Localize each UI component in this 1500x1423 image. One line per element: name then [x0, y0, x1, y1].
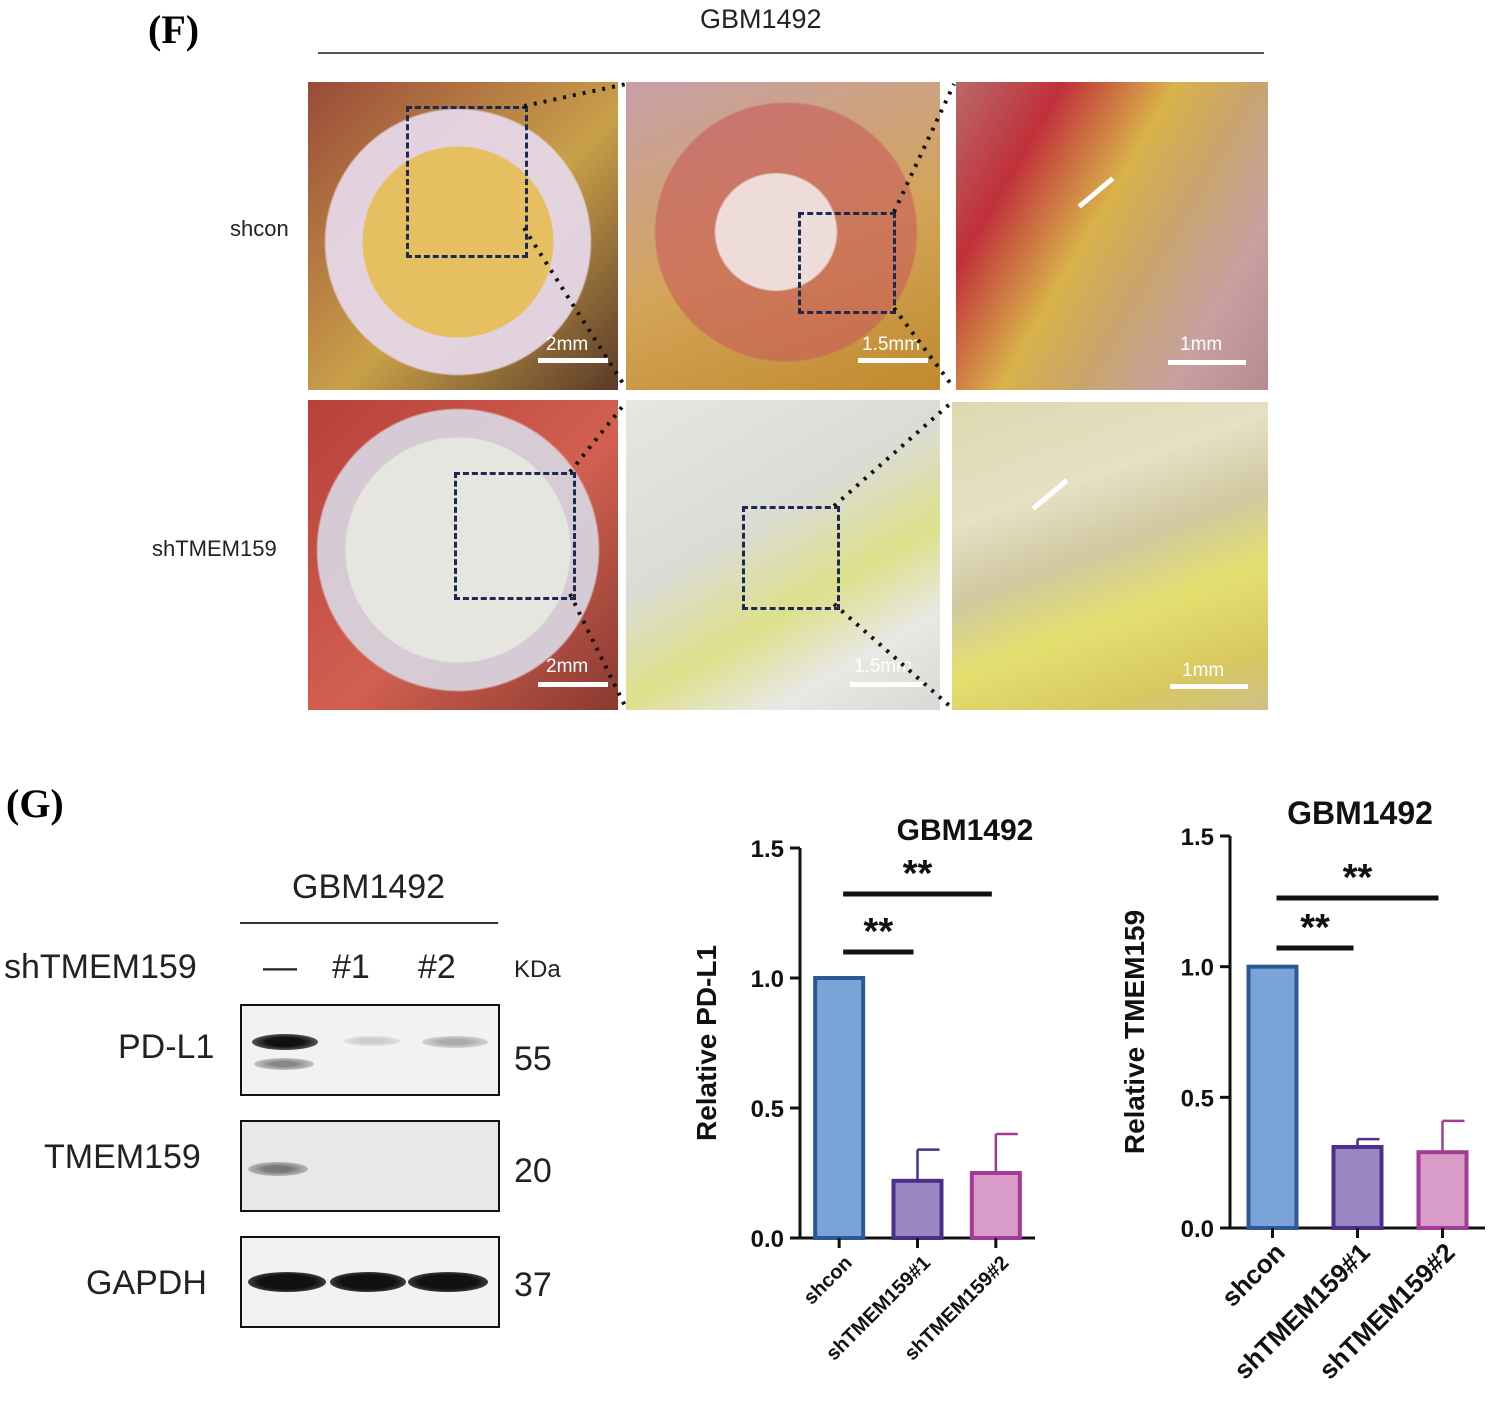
panel-f-header-rule — [318, 52, 1264, 54]
significance-label: ** — [864, 911, 894, 953]
band — [248, 1272, 326, 1292]
bar — [969, 1171, 1022, 1240]
blot-tmem159 — [240, 1120, 500, 1212]
scalebar-label: 2mm — [546, 334, 589, 355]
bar — [1416, 1150, 1469, 1231]
y-tick-label: 1.5 — [751, 836, 784, 863]
wb-header-rule — [240, 922, 498, 924]
row-label-shtmem159: shTMEM159 — [152, 536, 277, 561]
zoom-box — [454, 472, 576, 600]
band — [254, 1058, 314, 1070]
significance-label: ** — [1300, 907, 1330, 949]
scalebar — [858, 358, 928, 363]
zoom-box — [406, 106, 528, 258]
scalebar — [538, 682, 608, 687]
band — [252, 1034, 318, 1050]
band — [330, 1272, 406, 1292]
wb-lane-3: #2 — [418, 948, 456, 986]
scalebar-label: 1.5mm — [854, 656, 913, 677]
scalebar — [1168, 360, 1246, 365]
bar — [1246, 964, 1299, 1231]
y-axis-label: Relative PD-L1 — [691, 945, 722, 1141]
bar — [891, 1178, 944, 1240]
scalebar-label: 1mm — [1182, 660, 1225, 681]
band — [422, 1036, 488, 1048]
wb-protein-gapdh: GAPDH — [86, 1264, 207, 1302]
photo-shcon-zoom1: 1.5mm — [626, 82, 940, 390]
y-tick-label: 1.5 — [1181, 824, 1214, 851]
wb-lane-1: — — [263, 948, 297, 986]
panel-f-cell-line: GBM1492 — [700, 4, 822, 34]
wb-sh-label: shTMEM159 — [4, 948, 197, 986]
bar — [813, 976, 866, 1240]
y-tick-label: 1.0 — [1181, 955, 1214, 982]
photo-shcon-zoom2: 1mm — [956, 82, 1268, 390]
y-tick-label: 0.5 — [1181, 1085, 1214, 1112]
y-tick-label: 0.0 — [1181, 1216, 1214, 1243]
wb-protein-tmem159: TMEM159 — [44, 1138, 201, 1176]
significance-label: ** — [1343, 857, 1373, 899]
wb-kda-label: KDa — [514, 956, 561, 983]
panel-g-letter: (G) — [6, 781, 64, 826]
y-tick-label: 0.5 — [751, 1096, 784, 1123]
wb-protein-pdl1: PD-L1 — [118, 1028, 215, 1066]
zoom-connectors — [522, 82, 956, 710]
panel-f-letter: (F) — [148, 7, 200, 52]
photo-shtmem159-zoom2: 1mm — [952, 402, 1268, 710]
blot-gapdh — [240, 1236, 500, 1328]
chart-title: GBM1492 — [1287, 795, 1433, 831]
x-tick-label: shcon — [1215, 1237, 1290, 1312]
scalebar — [538, 358, 608, 363]
wb-kda-55: 55 — [514, 1040, 552, 1078]
band — [408, 1272, 488, 1292]
wb-lane-2: #1 — [332, 948, 370, 986]
blot-pdl1 — [240, 1004, 500, 1096]
zoom-box — [742, 506, 840, 610]
photo-shcon-overview: 2mm — [308, 82, 618, 390]
band — [248, 1162, 308, 1176]
band — [344, 1036, 400, 1046]
photo-shtmem159-overview: 2mm — [308, 400, 618, 710]
scalebar — [850, 682, 926, 687]
scalebar-label: 1mm — [1180, 334, 1223, 355]
bar — [1331, 1144, 1384, 1230]
chart-title: GBM1492 — [897, 814, 1034, 847]
y-axis-label: Relative TMEM159 — [1119, 910, 1150, 1154]
scalebar-label: 2mm — [546, 656, 589, 677]
scalebar — [1170, 684, 1248, 689]
wb-kda-20: 20 — [514, 1152, 552, 1190]
y-tick-label: 1.0 — [751, 966, 784, 993]
photo-shtmem159-zoom1: 1.5mm — [626, 400, 940, 710]
significance-label: ** — [903, 853, 933, 895]
row-label-shcon: shcon — [230, 216, 289, 241]
wb-cell-line: GBM1492 — [292, 868, 446, 906]
zoom-box — [798, 212, 896, 314]
wb-kda-37: 37 — [514, 1266, 552, 1304]
y-tick-label: 0.0 — [751, 1226, 784, 1253]
x-tick-label: shcon — [799, 1252, 856, 1309]
scalebar-label: 1.5mm — [862, 334, 921, 355]
